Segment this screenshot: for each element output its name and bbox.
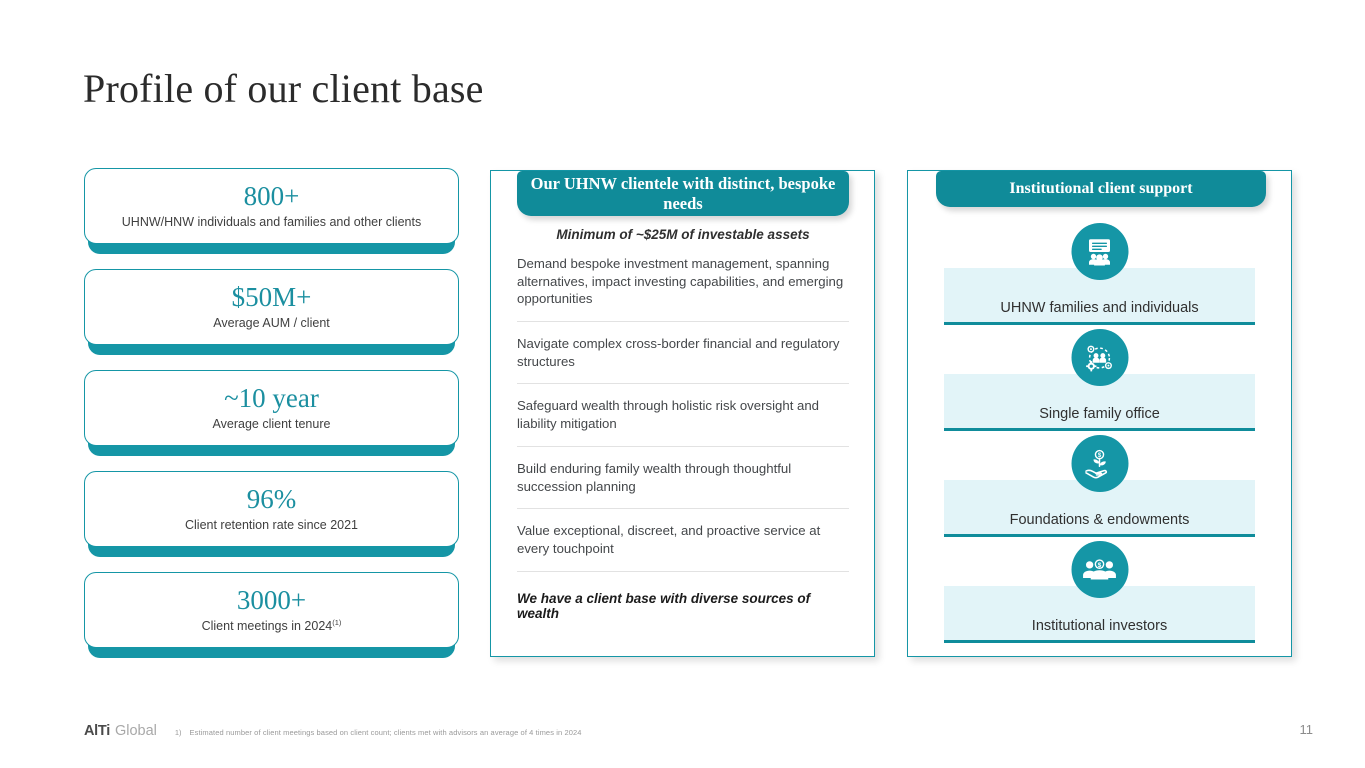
family-network-gear-icon xyxy=(1071,329,1128,386)
stat-label-footnote-marker: (1) xyxy=(332,618,342,628)
client-segment-item: Institutional investors $ xyxy=(908,537,1291,643)
uhnw-need-item: Build enduring family wealth through tho… xyxy=(517,460,849,510)
stat-value: 96% xyxy=(246,484,297,515)
diverse-wealth-sources-text: We have a client base with diverse sourc… xyxy=(517,590,811,621)
uhnw-needs-list: Demand bespoke investment management, sp… xyxy=(517,255,849,572)
stat-value: 3000+ xyxy=(236,584,307,615)
stat-label-text: Average client tenure xyxy=(212,416,331,431)
stat-label: UHNW/HNW individuals and families and ot… xyxy=(122,215,421,230)
uhnw-clientele-panel: Our UHNW clientele with distinct, bespok… xyxy=(490,170,875,657)
client-segment-item: Single family office xyxy=(908,325,1291,431)
uhnw-need-item: Navigate complex cross-border financial … xyxy=(517,335,849,385)
uhnw-need-item: Safeguard wealth through holistic risk o… xyxy=(517,397,849,447)
stat-label: Average client tenure xyxy=(213,417,331,432)
stat-card-body: 96% Client retention rate since 2021 xyxy=(84,471,459,547)
uhnw-clientele-panel-body: Minimum of ~$25M of investable assets De… xyxy=(517,223,849,646)
stat-card-body: 3000+ Client meetings in 2024(1) xyxy=(84,572,459,648)
client-segment-label: Institutional investors xyxy=(1031,618,1168,634)
stat-value: $50M+ xyxy=(231,282,312,313)
stat-card: 96% Client retention rate since 2021 xyxy=(84,471,459,557)
stat-label-text: UHNW/HNW individuals and families and ot… xyxy=(121,214,422,229)
stat-card: $50M+ Average AUM / client xyxy=(84,269,459,355)
stat-value: 800+ xyxy=(243,181,300,212)
uhnw-need-item: Demand bespoke investment management, sp… xyxy=(517,255,849,323)
uhnw-need-item: Value exceptional, discreet, and proacti… xyxy=(517,522,849,572)
stat-label: Average AUM / client xyxy=(213,316,330,331)
page-number: 11 xyxy=(1299,722,1314,737)
institutional-client-support-panel-header: Institutional client support xyxy=(936,171,1266,207)
stat-value: ~10 year xyxy=(224,383,319,414)
page-title: Profile of our client base xyxy=(83,66,484,111)
stat-label-text: Average AUM / client xyxy=(213,315,330,330)
stat-card: 800+ UHNW/HNW individuals and families an… xyxy=(84,168,459,254)
client-segment-item: Foundations & endowments $ xyxy=(908,431,1291,537)
stat-card-column: 800+ UHNW/HNW individuals and families an… xyxy=(84,168,459,673)
client-segment-label: Foundations & endowments xyxy=(1009,512,1190,528)
stat-label: Client meetings in 2024(1) xyxy=(202,618,342,634)
stat-label-text: Client retention rate since 2021 xyxy=(184,517,359,532)
stat-card: 3000+ Client meetings in 2024(1) xyxy=(84,572,459,658)
minimum-investable-assets-text: Minimum of ~$25M of investable assets xyxy=(556,227,810,242)
stat-label: Client retention rate since 2021 xyxy=(185,518,358,533)
stat-card-body: 800+ UHNW/HNW individuals and families an… xyxy=(84,168,459,244)
people-dollar-icon: $ xyxy=(1071,541,1128,598)
svg-text:$: $ xyxy=(1098,561,1102,568)
alti-logo-wordmark: Global xyxy=(114,723,157,739)
presentation-people-icon xyxy=(1071,223,1128,280)
stat-card-body: $50M+ Average AUM / client xyxy=(84,269,459,345)
client-segment-label: UHNW families and individuals xyxy=(1000,300,1199,316)
client-segment-item: UHNW families and individuals xyxy=(908,219,1291,325)
institutional-client-support-panel: Institutional client support UHNW famili… xyxy=(907,170,1292,657)
uhnw-clientele-panel-header: Our UHNW clientele with distinct, bespok… xyxy=(517,171,849,216)
footnote-marker: 1) xyxy=(174,728,182,737)
footnote-text: Estimated number of client meetings base… xyxy=(189,728,582,737)
hand-plant-money-icon: $ xyxy=(1071,435,1128,492)
stat-label-text: Client meetings in 2024 xyxy=(201,619,333,634)
alti-logo-mark: AlTi xyxy=(84,723,110,739)
svg-text:$: $ xyxy=(1098,453,1102,459)
client-segment-label: Single family office xyxy=(1039,406,1160,422)
slide-footer: AlTi Global 1) Estimated number of clien… xyxy=(84,723,582,739)
